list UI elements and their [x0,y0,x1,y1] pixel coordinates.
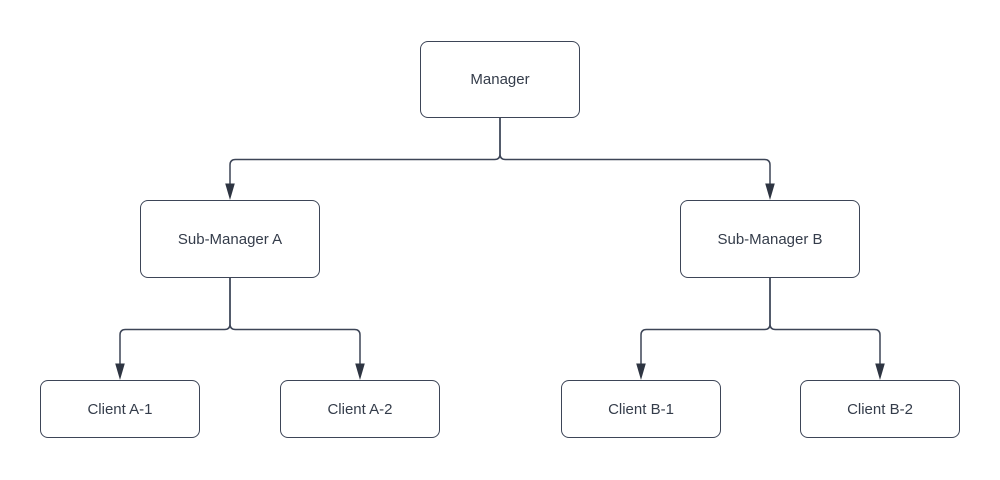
node-client-b-2-label: Client B-2 [847,400,913,418]
node-client-b-2[interactable]: Client B-2 [800,380,960,438]
node-sub-manager-a-label: Sub-Manager A [177,230,283,248]
connector-manager-to-sub-manager-b [499,118,775,200]
connector-sub-manager-b-to-client-b-2 [769,278,885,380]
arrowhead-icon [355,363,365,380]
connector-sub-manager-a-to-client-a-1 [115,278,231,380]
connector-manager-to-sub-manager-a [225,118,501,200]
arrowhead-icon [225,183,235,200]
arrowhead-icon [875,363,885,380]
node-client-b-1-label: Client B-1 [608,400,674,418]
node-sub-manager-b[interactable]: Sub-Manager B [680,200,860,278]
node-manager-label: Manager [470,71,530,88]
arrowhead-icon [636,363,646,380]
node-client-a-1-label: Client A-1 [87,400,153,418]
node-client-a-2-label: Client A-2 [327,400,393,418]
connector-sub-manager-a-to-client-a-2 [229,278,365,380]
node-sub-manager-b-label: Sub-Manager B [717,230,823,248]
node-sub-manager-a[interactable]: Sub-Manager A [140,200,320,278]
arrowhead-icon [765,183,775,200]
arrowhead-icon [115,363,125,380]
node-manager[interactable]: Manager [420,41,580,118]
connector-sub-manager-b-to-client-b-1 [636,278,771,380]
node-client-a-2[interactable]: Client A-2 [280,380,440,438]
node-client-b-1[interactable]: Client B-1 [561,380,721,438]
node-client-a-1[interactable]: Client A-1 [40,380,200,438]
